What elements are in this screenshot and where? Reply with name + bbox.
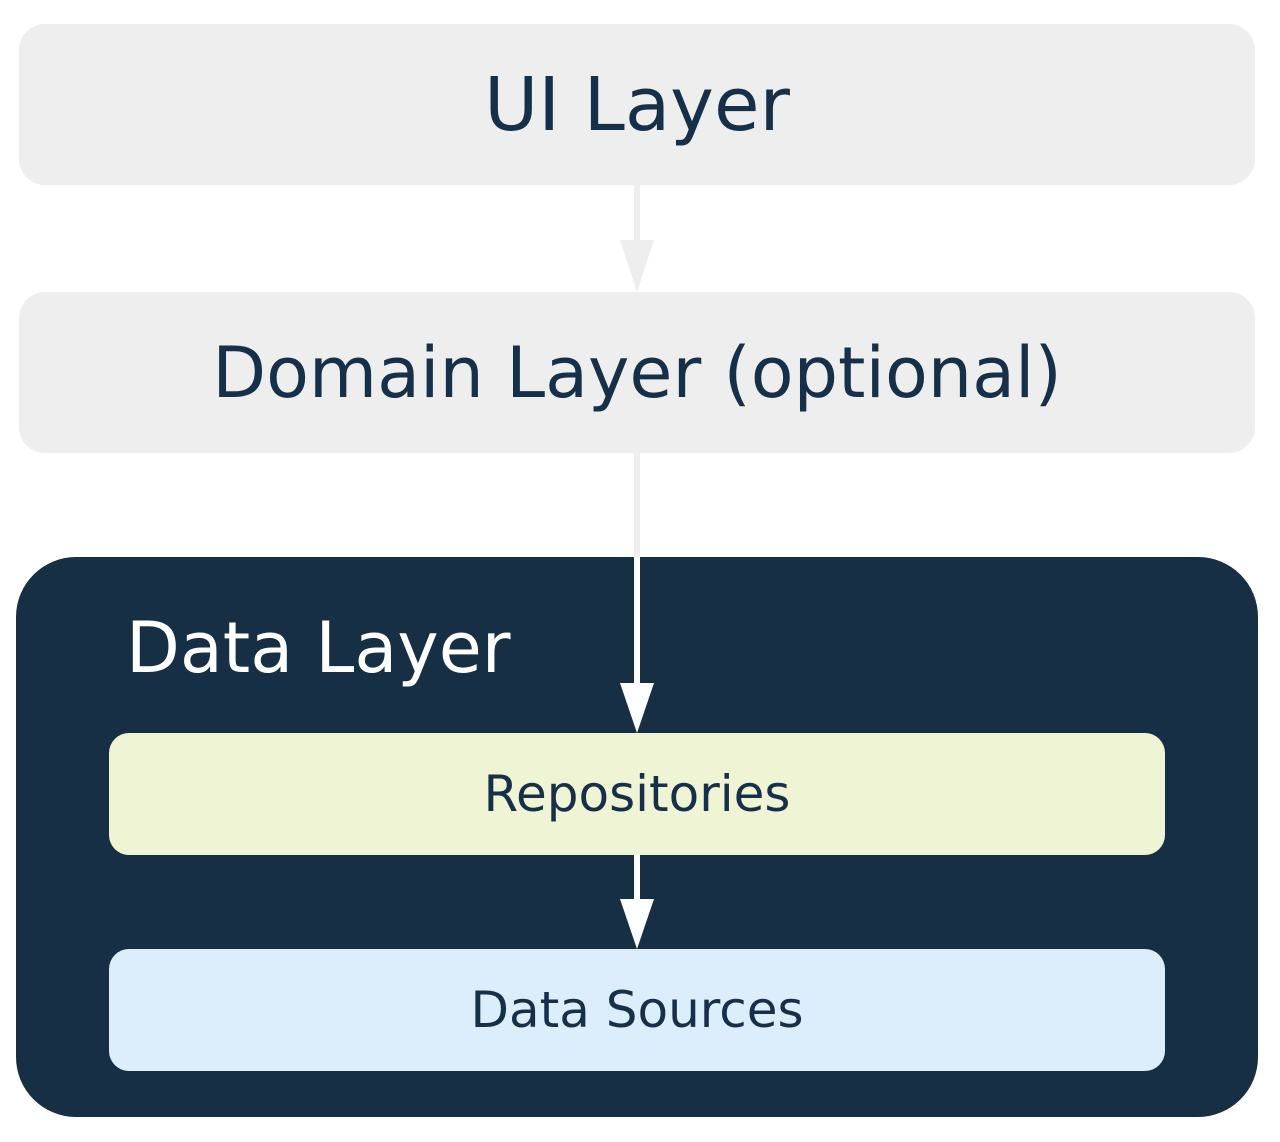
data-sources-label: Data Sources — [470, 981, 804, 1039]
ui-layer-box: UI Layer — [19, 24, 1255, 185]
data-sources-box: Data Sources — [109, 949, 1165, 1071]
domain-layer-label: Domain Layer (optional) — [212, 331, 1062, 414]
data-layer-title: Data Layer — [126, 607, 511, 689]
ui-layer-label: UI Layer — [484, 61, 790, 148]
repositories-box: Repositories — [109, 733, 1165, 855]
arrow-ui-to-domain-head — [620, 240, 654, 292]
domain-layer-box: Domain Layer (optional) — [19, 292, 1255, 453]
repositories-label: Repositories — [483, 765, 791, 823]
